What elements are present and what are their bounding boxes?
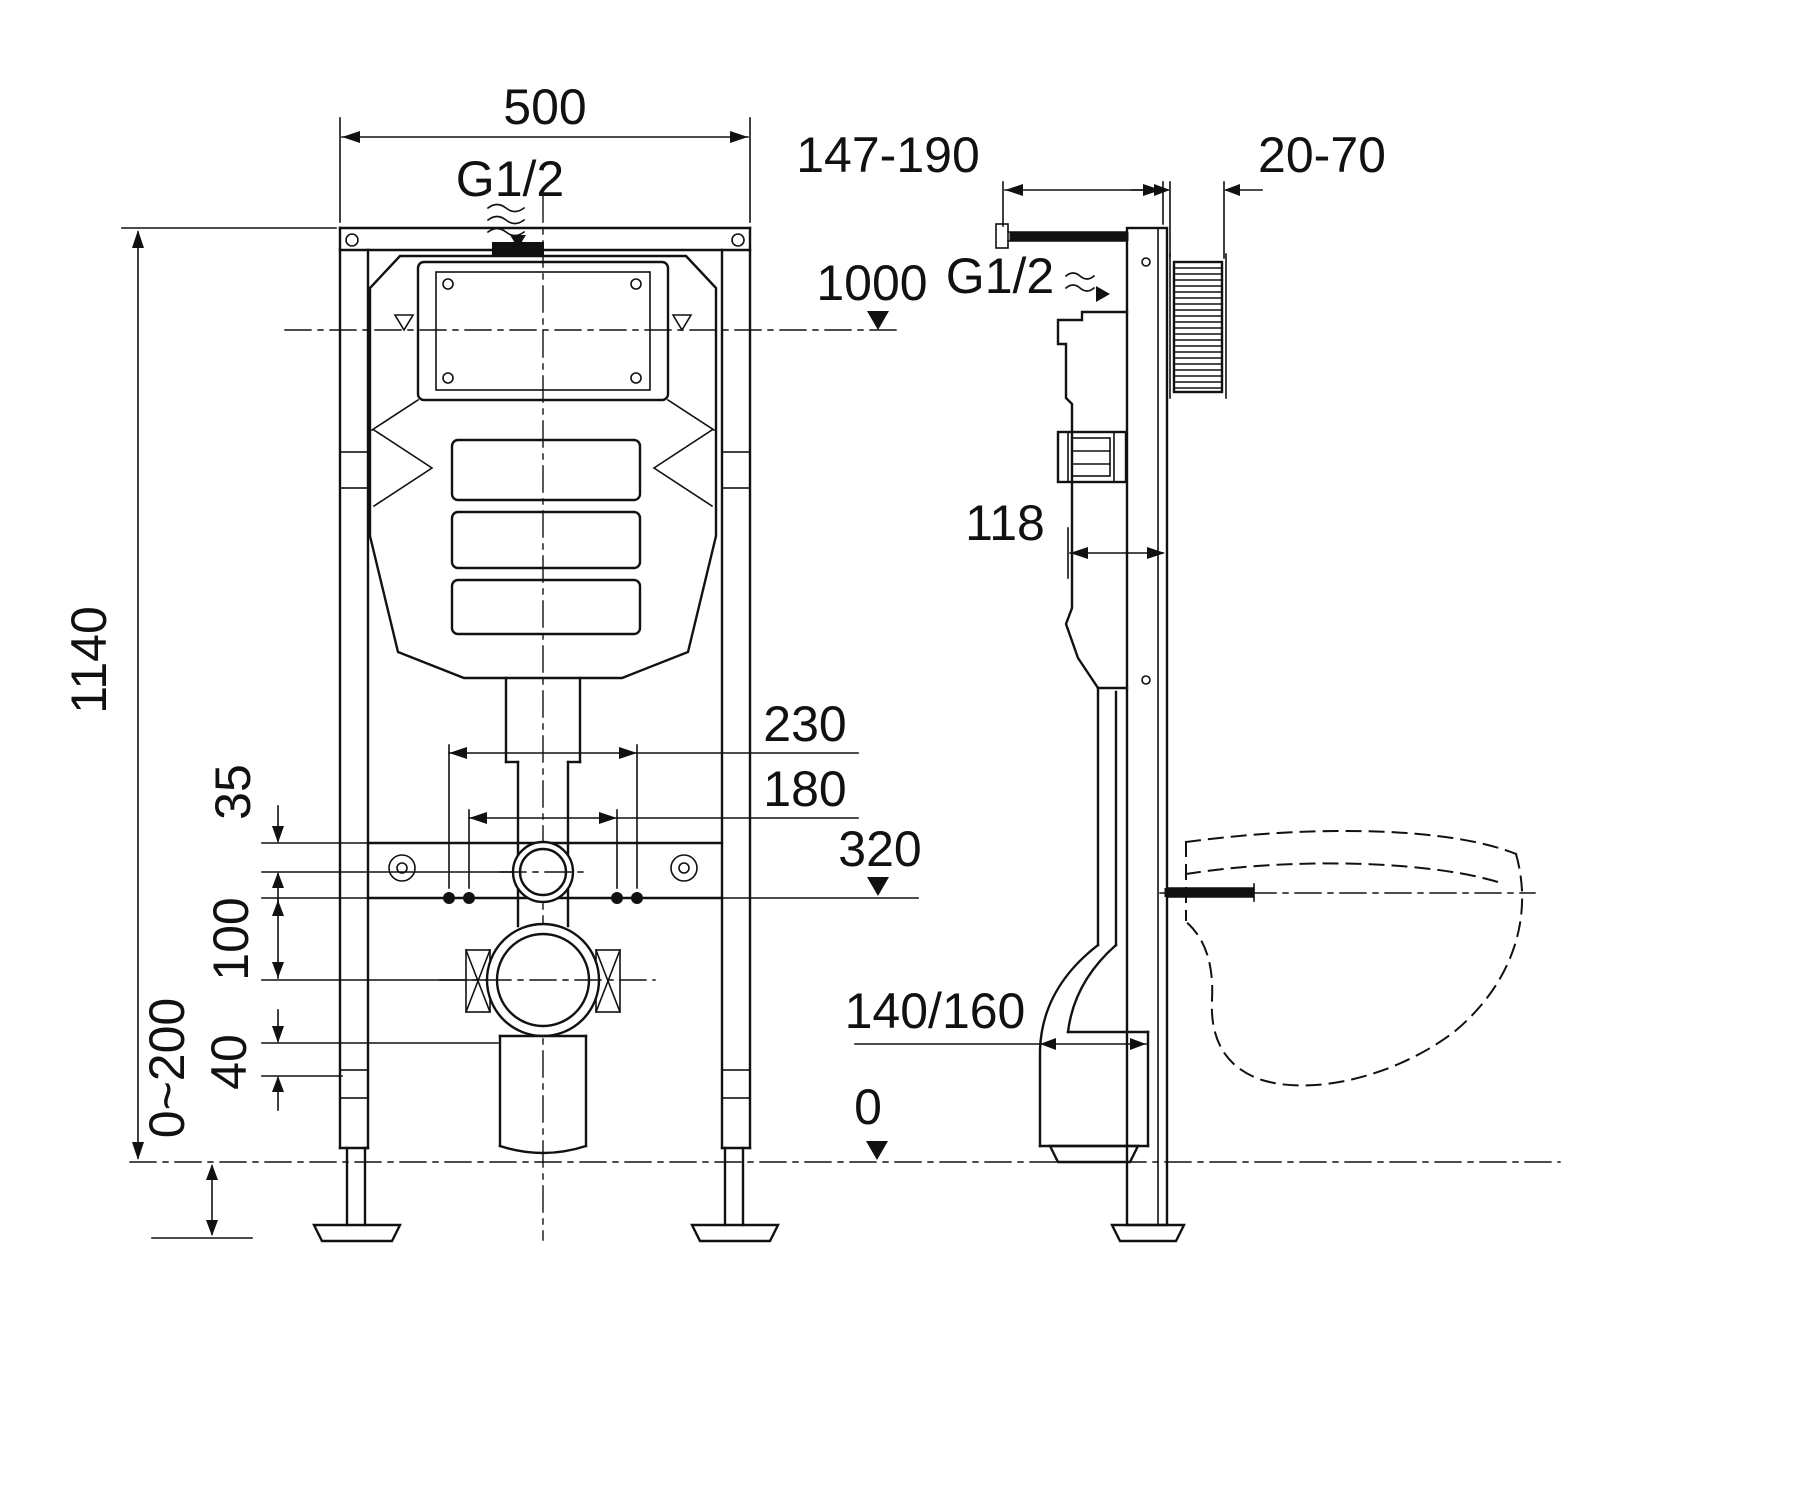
dim-20-70: 20-70 [1131, 127, 1386, 259]
foot-plate [312, 1223, 402, 1243]
dim-118-label: 118 [965, 495, 1045, 551]
dim-100-label: 100 [203, 897, 259, 980]
level-triangle-icon [867, 311, 889, 330]
dim-140-160-label: 140/160 [845, 983, 1026, 1039]
fixing-bolt-dot [463, 892, 475, 904]
drain-elbow-side [1038, 943, 1150, 1164]
dim-147-190-label: 147-190 [796, 127, 980, 183]
fixing-bolt-dot [631, 892, 643, 904]
plate-screw-icon [630, 278, 642, 290]
dim-140-160: 140/160 [845, 983, 1147, 1050]
inlet-callout-side: G1/2 [946, 248, 1110, 304]
level-marker-icon [393, 314, 415, 332]
foot-plate [1110, 1223, 1186, 1243]
dim-width-label: 500 [503, 79, 586, 135]
level-triangle-icon [867, 877, 889, 896]
level-1000: 1000 [284, 255, 928, 332]
bowl-mounting-rod [1159, 883, 1536, 902]
wall-block [1169, 253, 1227, 399]
side-view: G1/2 147-190 20-70 [796, 127, 1536, 1243]
cistern-slot [450, 510, 642, 570]
dim-35: 35 [205, 764, 513, 910]
cistern-front [368, 242, 718, 680]
dim-35-label: 35 [205, 764, 261, 820]
frame-hole-icon [1141, 675, 1151, 685]
inlet-thread-label: G1/2 [456, 151, 564, 207]
level-0-label: 0 [854, 1079, 882, 1135]
corner-screw-icon [731, 233, 745, 247]
front-view: 500 G1/2 1140 1000 [61, 79, 928, 1243]
fixing-hole-icon [670, 854, 698, 882]
dim-foot-adjust-label: 0~200 [139, 998, 195, 1138]
dim-230: 230 [448, 696, 859, 889]
cistern-slot [450, 438, 642, 502]
dim-147-190: 147-190 [796, 127, 1164, 227]
inlet-thread-label: G1/2 [946, 248, 1054, 304]
cistern-slot [450, 578, 642, 636]
level-0: 0 [854, 1079, 888, 1160]
dim-230-label: 230 [763, 696, 846, 752]
water-flow-icon [1064, 272, 1096, 280]
dim-width-500: 500 [339, 79, 751, 223]
wall-anchor-rod [995, 223, 1129, 249]
fixing-bolt-dot [611, 892, 623, 904]
dim-100: 100 [203, 897, 487, 981]
dim-height-label: 1140 [61, 606, 117, 714]
dim-180: 180 [468, 761, 859, 889]
dim-foot-adjust: 0~200 [139, 998, 253, 1239]
foot-plate [690, 1223, 780, 1243]
dim-20-70-label: 20-70 [1258, 127, 1386, 183]
dim-40-label: 40 [201, 1034, 257, 1090]
plate-screw-icon [442, 372, 454, 384]
level-triangle-icon [866, 1141, 888, 1160]
inlet-callout-front: G1/2 [456, 151, 564, 248]
chevron-left [372, 428, 434, 508]
level-marker-icon [671, 314, 693, 332]
water-flow-icon [486, 203, 526, 213]
frame-front [312, 226, 780, 1243]
water-inlet-connector [492, 242, 544, 256]
frame-hole-icon [1141, 257, 1151, 267]
flush-valve-side [1056, 430, 1128, 484]
chevron-right [652, 428, 714, 508]
flush-plate-opening [416, 260, 670, 402]
level-320-label: 320 [838, 821, 921, 877]
fixing-hole-icon [388, 854, 416, 882]
cistern-side [1056, 310, 1129, 947]
dim-118: 118 [965, 495, 1165, 579]
plate-screw-icon [630, 372, 642, 384]
dim-40: 40 [201, 1009, 499, 1111]
corner-screw-icon [345, 233, 359, 247]
level-1000-label: 1000 [816, 255, 927, 311]
toilet-bowl-outline [1182, 829, 1524, 1087]
level-320: 320 [721, 821, 922, 899]
frame-side [1110, 226, 1186, 1243]
dim-180-label: 180 [763, 761, 846, 817]
plate-screw-icon [442, 278, 454, 290]
fixing-bolt-dot [443, 892, 455, 904]
drain-outlet-front [439, 922, 656, 1155]
dim-height-1140: 1140 [61, 227, 337, 1160]
inlet-bend-front [499, 840, 591, 904]
